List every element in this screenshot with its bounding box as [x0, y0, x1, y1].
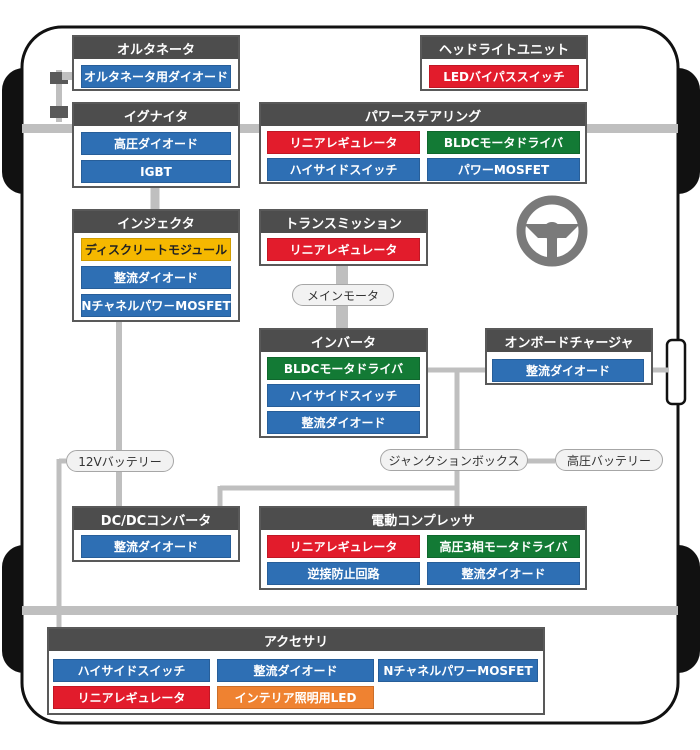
wire-harness — [56, 188, 668, 628]
ps-power-mosfet: パワーMOSFET — [427, 158, 580, 181]
steering-wheel-icon — [516, 195, 588, 267]
alternator-title: オルタネータ — [74, 37, 238, 59]
interior-led: インテリア照明用LED — [217, 686, 374, 709]
obc-rectifier-diode: 整流ダイオード — [492, 359, 644, 382]
ps-high-side-switch: ハイサイドスイッチ — [267, 158, 420, 181]
tm-linear-regulator: リニアレギュレータ — [267, 238, 420, 261]
inv-bldc-driver: BLDCモータドライバ — [267, 357, 420, 380]
dcdc-rectifier-diode: 整流ダイオード — [81, 535, 231, 558]
inv-rectifier-diode: 整流ダイオード — [267, 411, 420, 434]
power-steering-block: パワーステアリング リニアレギュレータ BLDCモータドライバ ハイサイドスイッ… — [259, 102, 587, 184]
compressor-block: 電動コンプレッサ リニアレギュレータ 高圧3相モータドライバ 逆接防止回路 整流… — [259, 506, 587, 590]
discrete-module: ディスクリートモジュール — [81, 238, 231, 261]
hv-diode: 高圧ダイオード — [81, 132, 231, 155]
main-motor-label: メインモータ — [292, 284, 394, 306]
headlight-block: ヘッドライトユニット LEDバイパススイッチ — [420, 35, 588, 91]
accessory-title: アクセサリ — [49, 629, 543, 651]
battery-12v-label: 12Vバッテリー — [66, 450, 174, 472]
transmission-title: トランスミッション — [261, 211, 426, 233]
injector-rectifier-diode: 整流ダイオード — [81, 266, 231, 289]
alternator-block: オルタネータ オルタネータ用ダイオード — [72, 35, 240, 91]
comp-rectifier-diode: 整流ダイオード — [427, 562, 580, 585]
acc-high-side-switch: ハイサイドスイッチ — [53, 659, 210, 682]
junction-box-label: ジャンクションボックス — [380, 449, 528, 471]
acc-linear-regulator: リニアレギュレータ — [53, 686, 210, 709]
compressor-title: 電動コンプレッサ — [261, 508, 585, 530]
injector-block: インジェクタ ディスクリートモジュール 整流ダイオード Nチャネルパワ－MOSF… — [72, 209, 240, 322]
injector-n-mosfet: Nチャネルパワ－MOSFET — [81, 294, 231, 317]
headlight-title: ヘッドライトユニット — [422, 37, 586, 59]
acc-n-mosfet: Nチャネルパワ－MOSFET — [378, 659, 538, 682]
power-steering-title: パワーステアリング — [261, 104, 585, 126]
transmission-block: トランスミッション リニアレギュレータ — [259, 209, 428, 266]
dcdc-title: DC/DCコンバータ — [74, 508, 238, 530]
dcdc-block: DC/DCコンバータ 整流ダイオード — [72, 506, 240, 562]
ps-linear-regulator: リニアレギュレータ — [267, 131, 420, 154]
ps-bldc-driver: BLDCモータドライバ — [427, 131, 580, 154]
inv-high-side-switch: ハイサイドスイッチ — [267, 384, 420, 407]
injector-title: インジェクタ — [74, 211, 238, 233]
inverter-block: インバータ BLDCモータドライバ ハイサイドスイッチ 整流ダイオード — [259, 328, 428, 438]
onboard-charger-block: オンボードチャージャ 整流ダイオード — [485, 328, 653, 385]
led-bypass-switch: LEDバイパススイッチ — [429, 65, 579, 88]
onboard-charger-title: オンボードチャージャ — [487, 330, 651, 352]
igniter-title: イグナイタ — [74, 104, 238, 126]
comp-linear-regulator: リニアレギュレータ — [267, 535, 420, 558]
comp-3phase-driver: 高圧3相モータドライバ — [427, 535, 580, 558]
alternator-diode: オルタネータ用ダイオード — [81, 65, 231, 88]
igniter-block: イグナイタ 高圧ダイオード IGBT — [72, 102, 240, 188]
igbt: IGBT — [81, 160, 231, 183]
inverter-title: インバータ — [261, 330, 426, 352]
acc-rectifier-diode: 整流ダイオード — [217, 659, 374, 682]
rear-axle — [22, 606, 678, 615]
reverse-protection: 逆接防止回路 — [267, 562, 420, 585]
hv-battery-label: 高圧バッテリー — [555, 449, 663, 471]
accessory-block: アクセサリ ハイサイドスイッチ 整流ダイオード Nチャネルパワ－MOSFET リ… — [47, 627, 545, 715]
charge-port — [665, 338, 687, 406]
